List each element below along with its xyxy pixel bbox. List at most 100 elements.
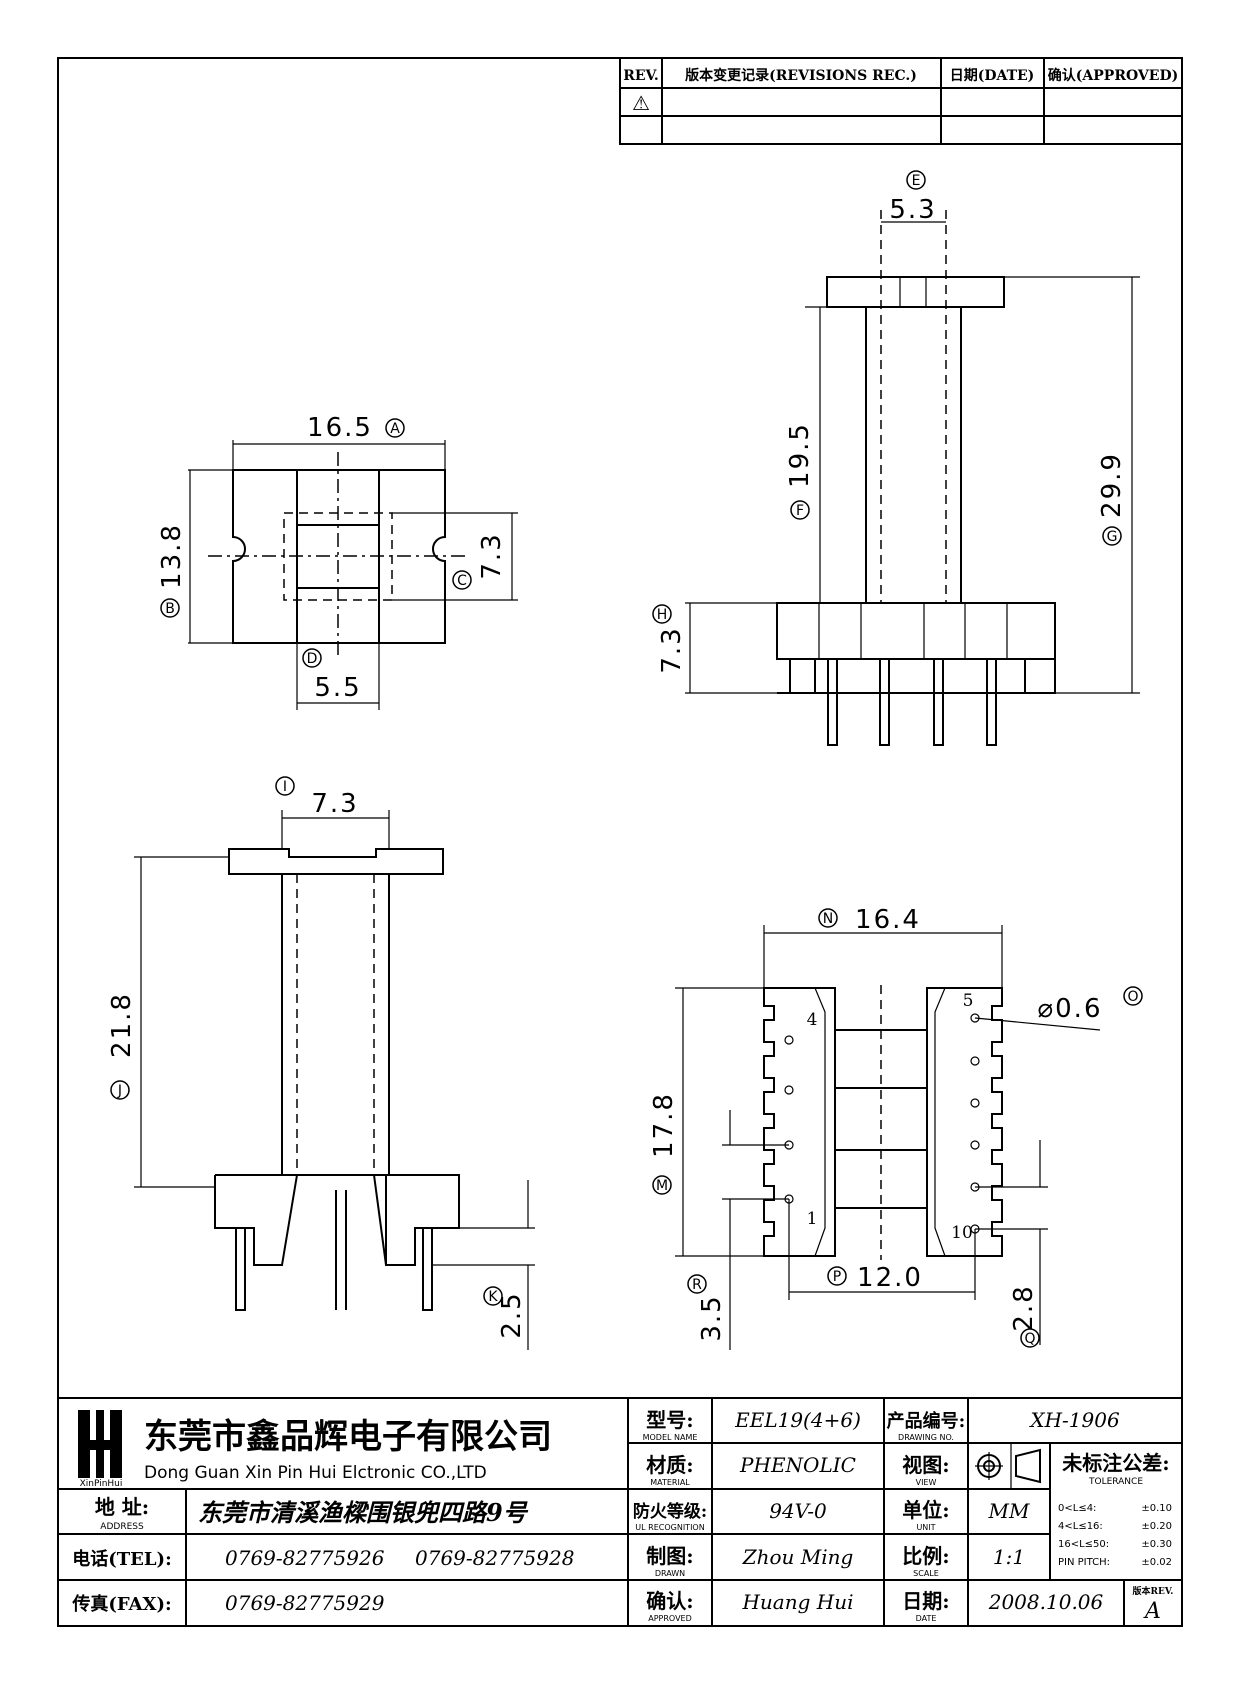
date-label: 日期: — [902, 1589, 949, 1613]
drawing-no-label: 产品编号: — [887, 1410, 966, 1432]
side-view: 5.3 E 19.5 F 29.9 G 7.3 H — [652, 170, 1140, 746]
tag-p-icon: P — [833, 1269, 841, 1285]
front-view: 7.3 I 21.8 J 2.5 K — [107, 776, 535, 1350]
unit-label-en: UNIT — [916, 1523, 935, 1532]
tel-1: 0769-82775926 — [225, 1546, 385, 1570]
scale-value: 1:1 — [993, 1545, 1025, 1569]
unit-label: 单位: — [902, 1498, 949, 1522]
unit-value: MM — [988, 1499, 1030, 1523]
company-name-en: Dong Guan Xin Pin Hui Elctronic CO.,LTD — [144, 1463, 487, 1483]
approved-value: Huang Hui — [741, 1590, 853, 1614]
pin-label-1: 1 — [807, 1209, 818, 1229]
tolerance-range-4: PIN PITCH: — [1058, 1557, 1110, 1568]
flame-label: 防火等级: — [633, 1501, 707, 1522]
tolerance-range-2: 4<L≤16: — [1058, 1521, 1103, 1532]
company-logo: XinPinHui — [78, 1410, 122, 1489]
flame-value: 94V-0 — [769, 1499, 827, 1523]
logo-text: XinPinHui — [80, 1479, 123, 1489]
top-height-dim: 13.8 — [157, 523, 187, 589]
tel-label: 电话(TEL): — [72, 1548, 171, 1570]
side-core-dim: 5.3 — [889, 195, 936, 225]
top-slot-dim: 7.3 — [477, 532, 507, 579]
tolerance-label: 未标注公差: — [1062, 1451, 1169, 1475]
tolerance-value-1: ±0.10 — [1141, 1503, 1172, 1514]
revision-triangle-icon: ⚠ — [632, 91, 650, 115]
side-base-dim: 7.3 — [657, 626, 687, 673]
fax-label: 传真(FAX): — [71, 1593, 171, 1615]
top-width-dim: 16.5 — [307, 413, 373, 443]
tolerance-label-en: TOLERANCE — [1088, 1477, 1143, 1487]
bottom-pitch-left-dim: 3.5 — [697, 1294, 727, 1341]
pin-label-10: 10 — [951, 1223, 973, 1243]
address-value: 东莞市清溪渔樑围银兜四路9号 — [198, 1498, 529, 1527]
drawing-no-label-en: DRAWING NO. — [898, 1433, 954, 1442]
flame-label-en: UL RECOGNITION — [635, 1523, 704, 1532]
bottom-span-dim: 12.0 — [857, 1263, 923, 1293]
scale-label-en: SCALE — [913, 1569, 939, 1578]
drawn-label-en: DRAWN — [655, 1569, 685, 1578]
tag-k-icon: K — [488, 1289, 498, 1305]
side-total-dim: 29.9 — [1097, 452, 1127, 518]
tag-q-icon: Q — [1024, 1331, 1035, 1347]
revisions-header: 版本变更记录(REVISIONS REC.) — [685, 67, 917, 84]
top-core-dim: 5.5 — [314, 673, 361, 703]
address-label: 地 址: — [95, 1495, 149, 1519]
model-label-en: MODEL NAME — [643, 1433, 698, 1442]
model-label: 型号: — [646, 1408, 693, 1432]
front-core-dim: 7.3 — [311, 789, 358, 819]
date-label-en: DATE — [916, 1614, 937, 1623]
material-label: 材质: — [646, 1453, 693, 1477]
tag-r-icon: R — [692, 1277, 702, 1293]
date-value: 2008.10.06 — [988, 1590, 1104, 1614]
approved-label: 确认: — [646, 1589, 693, 1613]
pin-label-5: 5 — [963, 991, 974, 1011]
rev-value: A — [1143, 1599, 1161, 1624]
tag-b-icon: B — [165, 601, 175, 617]
view-label-en: VIEW — [916, 1478, 937, 1487]
material-value: PHENOLIC — [739, 1453, 856, 1477]
bottom-width-dim: 16.4 — [855, 905, 921, 935]
title-block: XinPinHui 东莞市鑫品辉电子有限公司 Dong Guan Xin Pin… — [57, 1397, 1183, 1627]
bottom-pitch-right-dim: 2.8 — [1009, 1284, 1039, 1331]
bottom-height-dim: 17.8 — [649, 1092, 679, 1158]
tag-o-icon: O — [1127, 989, 1138, 1005]
tolerance-value-3: ±0.30 — [1141, 1539, 1172, 1550]
rev-header: REV. — [623, 68, 659, 84]
approved-label-en: APPROVED — [648, 1614, 692, 1623]
tolerance-range-3: 16<L≤50: — [1058, 1539, 1109, 1550]
address-label-en: ADDRESS — [100, 1522, 144, 1532]
approved-header: 确认(APPROVED) — [1048, 67, 1178, 84]
revision-table: REV. 版本变更记录(REVISIONS REC.) 日期(DATE) 确认(… — [619, 57, 1183, 145]
tag-i-icon: I — [283, 779, 287, 795]
tel-2: 0769-82775928 — [415, 1546, 574, 1570]
view-label: 视图: — [902, 1453, 949, 1477]
tag-m-icon: M — [656, 1178, 668, 1194]
date-header: 日期(DATE) — [950, 68, 1035, 84]
top-view: 16.5 A 13.8 B 7.3 C 5.5 D — [157, 413, 518, 710]
drawing-no-value: XH-1906 — [1028, 1408, 1120, 1432]
company-name-cn: 东莞市鑫品辉电子有限公司 — [144, 1417, 552, 1457]
sheet-border — [57, 57, 1183, 1627]
drawn-value: Zhou Ming — [742, 1545, 854, 1569]
tag-h-icon: H — [657, 607, 668, 623]
fax-value: 0769-82775929 — [225, 1591, 385, 1615]
tag-f-icon: F — [796, 503, 804, 519]
tag-c-icon: C — [457, 573, 467, 589]
tag-j-icon: J — [117, 1083, 122, 1099]
tag-n-icon: N — [823, 911, 833, 927]
tag-a-icon: A — [390, 421, 400, 437]
tolerance-range-1: 0<L≤4: — [1058, 1503, 1096, 1514]
projection-symbol-icon — [975, 1448, 1041, 1484]
drawn-label: 制图: — [646, 1544, 693, 1568]
bottom-pin-dia-dim: ⌀0.6 — [1037, 994, 1102, 1024]
side-winding-dim: 19.5 — [785, 422, 815, 488]
material-label-en: MATERIAL — [650, 1478, 690, 1487]
tag-e-icon: E — [912, 173, 921, 189]
front-height-dim: 21.8 — [107, 992, 137, 1058]
tag-g-icon: G — [1107, 529, 1118, 545]
tolerance-value-2: ±0.20 — [1141, 1521, 1172, 1532]
tag-d-icon: D — [307, 651, 318, 667]
bottom-view: 4 1 5 10 16.4 N 17.8 M 12.0 P ⌀0.6 O 3.5… — [649, 905, 1143, 1350]
scale-label: 比例: — [902, 1544, 949, 1568]
